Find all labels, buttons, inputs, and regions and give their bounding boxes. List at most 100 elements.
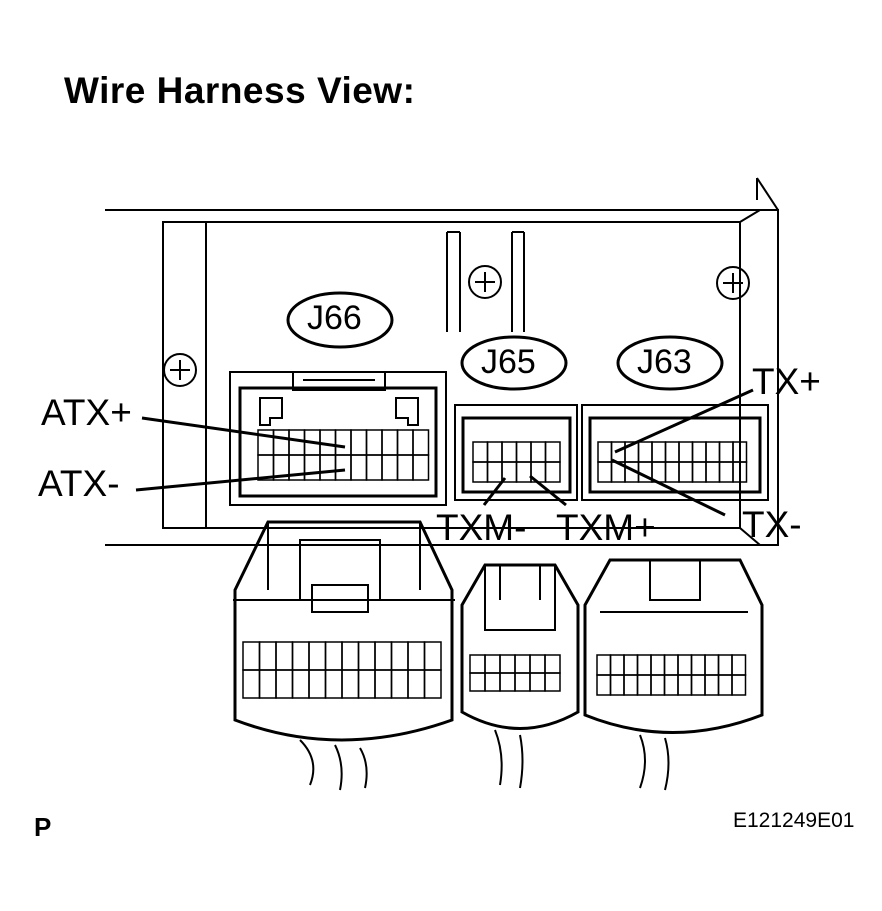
j66-receptacle <box>229 371 447 506</box>
j66-plug-cavity <box>423 669 442 699</box>
j63-terminal-cavity <box>732 461 748 483</box>
j65-plug-cavity <box>469 654 486 674</box>
j66-tag-ellipse <box>286 291 394 349</box>
j63-plug-cavity <box>717 674 733 696</box>
j66-plug-cavity <box>242 641 261 671</box>
j66-terminal-cavity <box>334 429 352 456</box>
j65-terminal-cavity <box>486 461 503 483</box>
j65-terminal-cavity <box>472 461 489 483</box>
j63-plug-cavity <box>596 654 612 676</box>
connector-label-j63: J63 <box>637 343 692 381</box>
j65-plug-cavity <box>469 672 486 692</box>
j66-terminal-cavity <box>319 454 337 481</box>
j66-terminal-cavity <box>412 454 430 481</box>
j66-terminal-cavity <box>334 454 352 481</box>
j65-terminal-cavity <box>544 461 561 483</box>
terminal-label-txm-minus: TXM- <box>436 507 527 548</box>
j63-terminal-cavity <box>678 441 694 463</box>
j65-receptacle <box>454 404 578 501</box>
j63-plug-cavity <box>650 654 666 676</box>
connector-label-j66: J66 <box>307 299 362 337</box>
j66-terminal-cavity <box>303 454 321 481</box>
screw-icon <box>716 266 750 300</box>
j63-terminal-cavity <box>597 461 613 483</box>
diagram-title: Wire Harness View: <box>64 70 416 111</box>
j63-plug-cavity <box>636 654 652 676</box>
j66-plug-cavity <box>308 669 327 699</box>
j63-plug-cavity <box>677 654 693 676</box>
j63-terminal-cavity <box>705 441 721 463</box>
j65-plug-cavity <box>499 654 516 674</box>
j63-terminal-cavity <box>651 441 667 463</box>
terminal-label-txm-plus: TXM+ <box>556 507 656 548</box>
j66-terminal-cavity <box>350 429 368 456</box>
j65-plug-cavity <box>514 654 531 674</box>
j63-tag-ellipse <box>616 335 724 391</box>
j63-terminal-cavity <box>691 441 707 463</box>
j66-plug-cavity <box>357 669 376 699</box>
j65-plug-cavity <box>514 672 531 692</box>
j66-plug-cavity <box>390 669 409 699</box>
j63-plug-cavity <box>704 654 720 676</box>
j63-plug-cavity <box>704 674 720 696</box>
j63-terminal-cavity <box>718 461 734 483</box>
j63-plug-cavity <box>609 674 625 696</box>
j63-terminal-cavity <box>718 441 734 463</box>
j65-terminal-cavity <box>515 461 532 483</box>
j66-plug-cavity <box>341 641 360 671</box>
j66-terminal-cavity <box>350 454 368 481</box>
j66-plug-cavity <box>407 669 426 699</box>
terminal-label-atx-plus: ATX+ <box>41 392 132 433</box>
j63-plug-cavity <box>731 674 747 696</box>
j66-plug-cavity <box>258 641 277 671</box>
j66-terminal-cavity <box>396 429 414 456</box>
terminal-label-tx-plus: TX+ <box>752 361 821 402</box>
j63-terminal-cavity <box>678 461 694 483</box>
j63-plug-cavity <box>690 654 706 676</box>
j66-plug-cavity <box>291 669 310 699</box>
terminal-label-atx-minus: ATX- <box>38 463 120 504</box>
j63-plug-cavity <box>717 654 733 676</box>
j66-plug-cavity <box>324 669 343 699</box>
j66-plug-cavity <box>308 641 327 671</box>
j63-plug-cavity <box>690 674 706 696</box>
j63-plug-cavity <box>623 654 639 676</box>
j65-terminal-cavity <box>472 441 489 463</box>
terminal-label-tx-minus: TX- <box>742 504 802 545</box>
j66-terminal-cavity <box>412 429 430 456</box>
j63-plug-cavity <box>636 674 652 696</box>
j66-terminal-cavity <box>365 454 383 481</box>
j63-plug <box>583 558 764 791</box>
j66-terminal-cavity <box>272 429 290 456</box>
j65-plug-cavity <box>499 672 516 692</box>
connector-label-j65: J65 <box>481 343 536 381</box>
j65-tag-ellipse <box>460 335 568 391</box>
j65-terminal-cavity <box>544 441 561 463</box>
j63-plug-cavity <box>663 654 679 676</box>
j63-plug-cavity <box>677 674 693 696</box>
j65-plug-cavity <box>544 672 561 692</box>
j63-terminal-cavity <box>691 461 707 483</box>
j66-plug-cavity <box>242 669 261 699</box>
figure-code: E121249E01 <box>733 809 855 832</box>
j63-plug-cavity <box>663 674 679 696</box>
j65-plug-cavity <box>484 672 501 692</box>
j66-plug <box>233 520 455 791</box>
j66-plug-cavity <box>258 669 277 699</box>
j66-plug-cavity <box>357 641 376 671</box>
j66-terminal-cavity <box>396 454 414 481</box>
j66-plug-cavity <box>374 641 393 671</box>
j66-terminal-cavity <box>365 429 383 456</box>
j66-plug-cavity <box>291 641 310 671</box>
j65-plug-cavity <box>529 672 546 692</box>
j63-plug-cavity <box>731 654 747 676</box>
j66-plug-cavity <box>275 641 294 671</box>
j66-terminal-cavity <box>381 429 399 456</box>
j63-plug-cavity <box>650 674 666 696</box>
j66-terminal-cavity <box>288 429 306 456</box>
j66-terminal-cavity <box>381 454 399 481</box>
j65-plug <box>460 563 580 789</box>
j63-terminal-cavity <box>597 441 613 463</box>
j65-terminal-cavity <box>530 441 547 463</box>
